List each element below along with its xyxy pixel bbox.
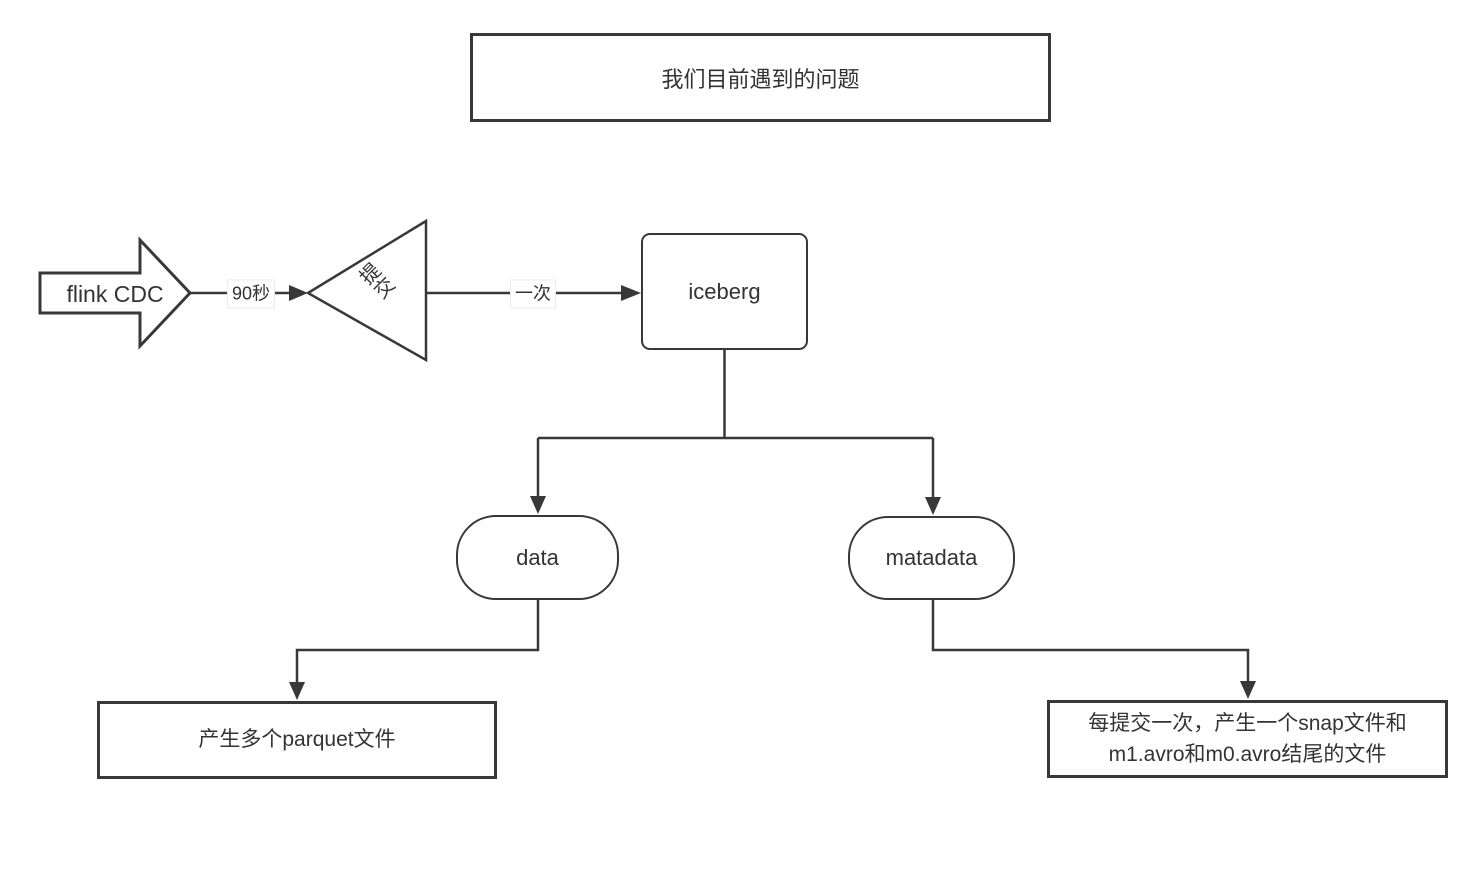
matadata-node: matadata: [848, 516, 1015, 600]
arrowhead-to-commit: [289, 285, 308, 301]
arrowhead-to-matadata: [925, 497, 941, 515]
arrowhead-to-parquet-box: [289, 682, 305, 700]
iceberg-node: iceberg: [641, 233, 808, 350]
flink-cdc-label: flink CDC: [66, 280, 164, 307]
edge-matadata-to-snap: [931, 600, 1250, 681]
snap-result-box: 每提交一次，产生一个snap文件和 m1.avro和m0.avro结尾的文件: [1047, 700, 1448, 778]
edge-label-once: 一次: [510, 279, 556, 309]
commit-triangle-shape: [305, 218, 428, 363]
arrowhead-to-iceberg: [621, 285, 641, 301]
matadata-label: matadata: [885, 545, 978, 570]
edge-label-90s: 90秒: [226, 279, 276, 309]
arrowhead-to-snap-box: [1240, 681, 1256, 699]
iceberg-label: iceberg: [688, 278, 761, 304]
title-text: 我们目前遇到的问题: [661, 66, 860, 92]
parquet-result-text: 产生多个parquet文件: [198, 728, 396, 752]
flink-cdc-block-arrow-shape: [38, 236, 193, 350]
parquet-result-box: 产生多个parquet文件: [97, 701, 497, 779]
data-label: data: [516, 544, 559, 570]
title-box: 我们目前遇到的问题: [470, 33, 1051, 122]
snap-result-line-2: m1.avro和m0.avro结尾的文件: [1108, 743, 1387, 766]
snap-result-line-1: 每提交一次，产生一个snap文件和: [1088, 711, 1407, 735]
arrowhead-to-data: [530, 496, 546, 514]
edge-data-to-parquet: [295, 600, 540, 682]
data-node: data: [456, 515, 619, 600]
